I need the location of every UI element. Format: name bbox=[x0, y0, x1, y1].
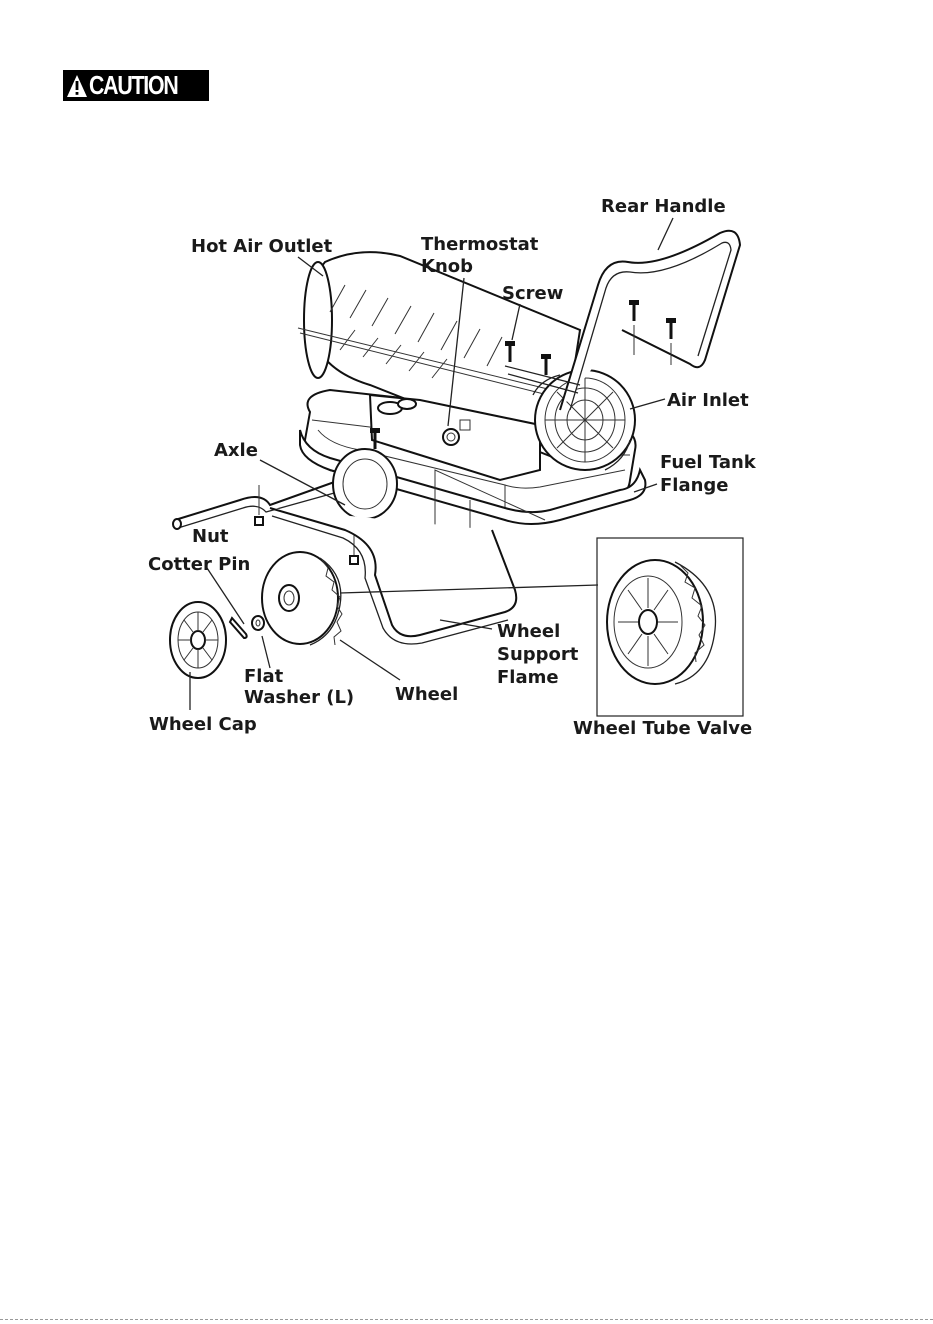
label-wheel: Wheel bbox=[395, 684, 458, 705]
label-nut: Nut bbox=[192, 526, 229, 547]
flat-washer bbox=[252, 616, 264, 630]
label-wheel-cap: Wheel Cap bbox=[149, 714, 257, 735]
page-bottom-divider bbox=[0, 1319, 933, 1320]
label-thermostat-knob-line1: Thermostat bbox=[421, 234, 539, 255]
label-flat-washer-line1: Flat bbox=[244, 666, 284, 687]
label-hot-air-outlet: Hot Air Outlet bbox=[191, 236, 333, 257]
label-fuel-tank-flange-line2: Flange bbox=[660, 475, 729, 496]
wheel bbox=[262, 552, 342, 645]
label-rear-handle: Rear Handle bbox=[601, 196, 726, 217]
label-cotter-pin: Cotter Pin bbox=[148, 554, 250, 575]
label-flat-washer-line2: Washer (L) bbox=[244, 687, 354, 708]
label-wheel-tube-valve: Wheel Tube Valve bbox=[573, 718, 752, 739]
label-wheel-support-line2: Support bbox=[497, 644, 579, 665]
label-screw: Screw bbox=[502, 283, 563, 304]
wheel-cap bbox=[170, 602, 226, 678]
label-fuel-tank-flange-line1: Fuel Tank bbox=[660, 452, 757, 473]
cotter-pin bbox=[230, 618, 247, 638]
label-thermostat-knob-line2: Knob bbox=[421, 256, 473, 277]
wheel-tube-valve-detail bbox=[597, 538, 743, 716]
label-air-inlet: Air Inlet bbox=[667, 390, 749, 411]
label-wheel-support-line1: Wheel bbox=[497, 621, 560, 642]
axle bbox=[173, 449, 397, 529]
label-axle: Axle bbox=[214, 440, 258, 461]
label-wheel-support-line3: Flame bbox=[497, 667, 559, 688]
